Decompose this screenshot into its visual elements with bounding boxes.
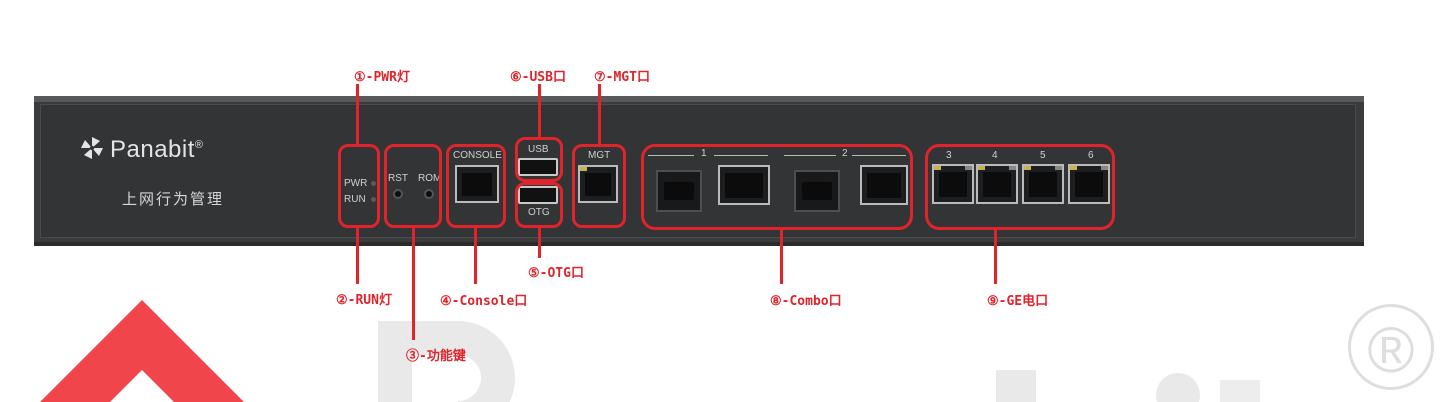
combo-highlight-box [641,144,913,230]
registered-mark: ® [194,139,204,151]
usb-port-annotation: ⑥-USB口 [510,70,566,85]
otg-leader-line [538,228,541,258]
rom-label: ROM [418,173,442,184]
pwr-leader-line [356,84,359,144]
otg-label: OTG [528,207,550,218]
rst-label: RST [388,173,408,184]
watermark-letters [40,300,1260,402]
combo-port-annotation: ⑧-Combo口 [770,294,842,309]
usb-leader-line [538,84,541,137]
ge-3-label: 3 [946,150,952,161]
ge-4-label: 4 [992,150,998,161]
usb-port[interactable] [518,158,558,176]
console-highlight-box [446,144,506,228]
otg-highlight-box [515,182,563,228]
product-subtitle: 上网行为管理 [122,191,225,208]
panabit-logo: Panabit® [80,136,204,164]
ge-port-annotation: ⑨-GE电口 [987,294,1049,309]
ge-4-port[interactable] [976,164,1018,204]
ge-6-port[interactable] [1068,164,1110,204]
combo-1-rj45-port[interactable] [718,165,770,205]
ge-3-port[interactable] [932,164,974,204]
brand-name: Panabit [110,136,195,163]
mgt-port[interactable] [578,165,618,203]
watermark-registered-mark: ® [1348,304,1434,390]
run-led [371,197,376,202]
function-keys-highlight-box [384,144,442,228]
pwr-led-annotation: ①-PWR灯 [354,70,410,85]
mgt-label: MGT [588,150,611,161]
pinwheel-logo-icon [81,137,103,159]
console-port[interactable] [455,165,499,203]
otg-port[interactable] [518,186,558,204]
combo-leader-line [780,230,783,284]
rom-button[interactable] [424,189,434,199]
run-led-annotation: ②-RUN灯 [336,293,392,308]
ge-highlight-box [925,144,1115,230]
rst-button[interactable] [393,189,403,199]
combo-1-bracket-left [648,155,694,156]
ge-6-label: 6 [1088,150,1094,161]
mgt-highlight-box [572,144,626,228]
pwr-led [371,181,376,186]
function-keys-leader-line [412,228,415,340]
combo-1-label: 1 [701,148,707,159]
mgt-port-annotation: ⑦-MGT口 [594,70,650,85]
combo-1-bracket-right [714,155,768,156]
combo-2-bracket-right [852,155,906,156]
combo-1-sfp-port[interactable] [656,170,702,212]
console-label: CONSOLE [453,150,502,161]
otg-port-annotation: ⑤-OTG口 [528,266,584,281]
combo-2-label: 2 [842,148,848,159]
usb-label: USB [528,144,549,155]
pwr-run-highlight-box [338,144,380,228]
combo-2-sfp-port[interactable] [794,170,840,212]
combo-2-rj45-port[interactable] [860,165,908,205]
console-leader-line [474,228,477,284]
pwr-label: PWR [344,178,368,189]
ge-5-label: 5 [1040,150,1046,161]
run-leader-line [356,228,359,284]
combo-2-bracket-left [784,155,836,156]
ge-5-port[interactable] [1022,164,1064,204]
ge-leader-line [994,230,997,284]
usb-highlight-box [515,137,563,182]
function-keys-annotation: ③-功能键 [406,349,466,364]
console-port-annotation: ④-Console口 [440,294,528,309]
run-label: RUN [344,194,366,205]
mgt-leader-line [598,84,601,144]
